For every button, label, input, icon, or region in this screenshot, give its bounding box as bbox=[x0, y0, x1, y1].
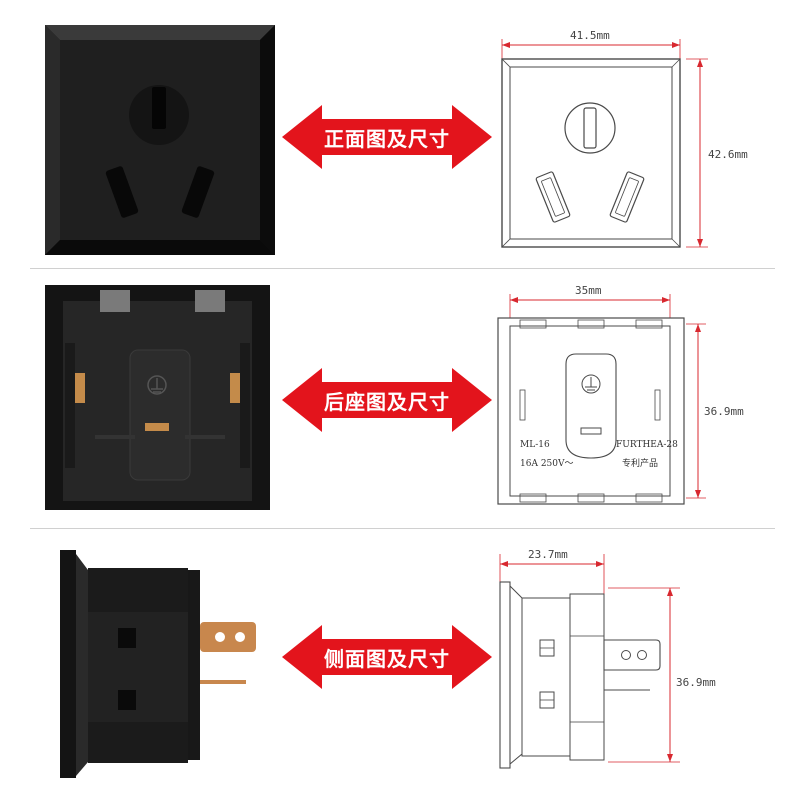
arrow-label: 后座图及尺寸 bbox=[324, 389, 450, 414]
back-height-label: 36.9mm bbox=[704, 405, 744, 418]
rating-text: 16A 250V～ bbox=[520, 459, 574, 469]
back-dimension-drawing: 35mm 36.9mm ML-16 16A 250V～ FURTHEA-28 专… bbox=[490, 280, 780, 520]
row-back-view: 后座图及尺寸 bbox=[0, 270, 800, 530]
side-width-label: 23.7mm bbox=[528, 548, 568, 561]
double-arrow: 后座图及尺寸 bbox=[282, 365, 492, 435]
socket-back-photo bbox=[45, 285, 270, 510]
front-dimension-drawing: 41.5mm 42.6mm bbox=[490, 25, 780, 260]
section-divider bbox=[30, 268, 775, 269]
socket-side-photo bbox=[60, 540, 270, 785]
arrow-label: 侧面图及尺寸 bbox=[324, 646, 450, 671]
patent-text: 专利产品 bbox=[622, 459, 659, 469]
model-number: ML-16 bbox=[520, 440, 550, 450]
row-side-view: 侧面图及尺寸 bbox=[0, 530, 800, 790]
back-width-label: 35mm bbox=[575, 284, 602, 297]
arrow-label: 正面图及尺寸 bbox=[324, 126, 450, 151]
double-arrow: 侧面图及尺寸 bbox=[282, 622, 492, 692]
side-dimension-drawing: 23.7mm 36.9mm bbox=[490, 540, 780, 785]
front-width-label: 41.5mm bbox=[570, 29, 610, 42]
row-front-view: 正面图及尺寸 bbox=[0, 0, 800, 260]
side-height-label: 36.9mm bbox=[676, 676, 716, 689]
section-divider bbox=[30, 528, 775, 529]
socket-front-photo bbox=[45, 25, 275, 255]
front-height-label: 42.6mm bbox=[708, 148, 748, 161]
brand-text: FURTHEA-28 bbox=[616, 440, 678, 450]
double-arrow: 正面图及尺寸 bbox=[282, 102, 492, 172]
